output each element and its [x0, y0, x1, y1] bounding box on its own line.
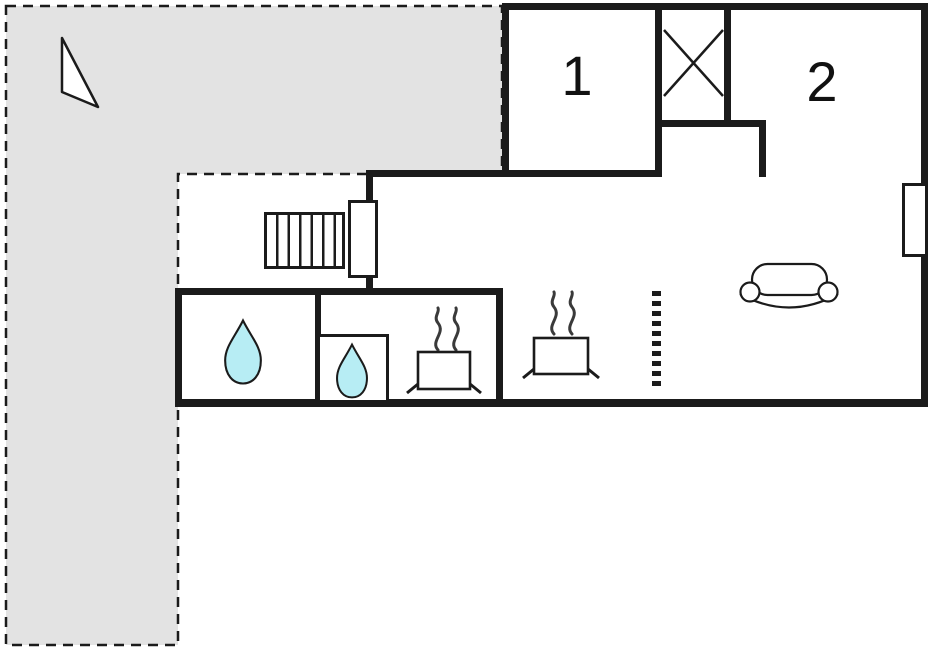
wall-bath-top	[175, 288, 503, 295]
wall-bottom	[175, 399, 928, 407]
wall-kitchen-right	[496, 288, 503, 406]
window-right-icon	[902, 183, 928, 257]
wall-main-top	[366, 170, 662, 177]
terrace-area	[4, 4, 504, 647]
room-2-label: 2	[806, 50, 838, 113]
wall-top	[502, 3, 928, 10]
window-left-icon	[348, 200, 378, 278]
wall-room1-right	[655, 3, 662, 177]
room-1-label: 1	[561, 44, 593, 107]
wall-wardrobe-bottom	[655, 120, 766, 127]
wall-bath-left	[175, 288, 182, 407]
dashed-opening-icon	[652, 291, 661, 386]
radiator-icon	[264, 212, 345, 269]
wall-room2-step	[759, 120, 766, 177]
wall-wardrobe-right	[724, 3, 731, 127]
shower-box	[317, 334, 389, 403]
wall-room1-left	[502, 3, 509, 177]
